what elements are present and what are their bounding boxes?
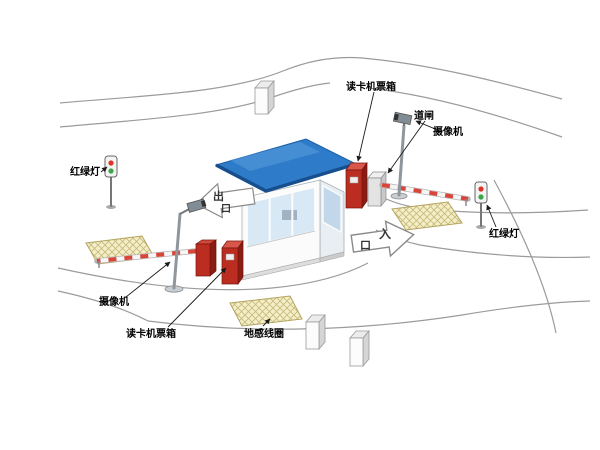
post-front-face — [305, 321, 320, 350]
machine-side — [361, 161, 368, 210]
entry-equipment — [345, 161, 471, 210]
label-camera-left: 摄像机 — [99, 295, 129, 308]
green-light-icon — [478, 194, 484, 200]
leader-traffic-light-left — [100, 166, 108, 173]
post-front-face — [349, 337, 364, 367]
post-bottom-right — [349, 329, 370, 368]
red-light-icon — [108, 160, 114, 166]
road-lines — [57, 56, 591, 334]
post-top — [254, 79, 275, 116]
post-front-face — [254, 87, 269, 115]
ground-loop-entry-lane — [391, 201, 463, 231]
booth-trim-line — [246, 230, 316, 248]
camera-right-icon — [392, 111, 413, 126]
labels: 读卡机票箱 道闸 摄像机 红绿灯 摄像机 读卡机票箱 红绿灯 地感线圈 — [70, 80, 519, 340]
camera-lens — [393, 113, 399, 121]
leader-reader-box-bottom — [167, 267, 227, 328]
label-reader-box-top: 读卡机票箱 — [346, 80, 396, 93]
machine-display — [349, 176, 359, 184]
road-left-connector — [57, 290, 149, 322]
traffic-light-head — [104, 155, 118, 178]
booth-base-side — [319, 251, 345, 263]
camera-left-assembly — [164, 198, 207, 293]
leader-camera-left — [125, 261, 171, 298]
entry-arrow-char2: 口 — [360, 239, 371, 252]
road-island-edge — [57, 262, 369, 291]
post-bottom-left — [305, 313, 326, 351]
exit-arrow-shape — [195, 182, 256, 219]
leader-reader-box-top — [356, 91, 375, 162]
booth-roof-edge — [215, 162, 357, 193]
traffic-light-right-assembly — [474, 181, 488, 229]
ground-loop-bottom — [229, 295, 303, 327]
traffic-light-head — [474, 181, 488, 204]
exit-arrow: 出 口 — [195, 182, 256, 219]
machine-side — [209, 239, 217, 277]
barrier-arm-stripes — [96, 249, 197, 263]
bollard-posts — [254, 79, 370, 368]
leader-lines — [100, 91, 497, 328]
ground-loops — [85, 201, 463, 327]
exit-arrow-char2: 口 — [221, 204, 231, 215]
leader-barrier-gate — [387, 120, 426, 174]
exit-equipment — [94, 239, 244, 286]
camera-right-assembly — [390, 111, 413, 200]
machine-front — [195, 243, 211, 277]
label-ground-loop: 地感线圈 — [244, 327, 284, 340]
label-traffic-light-right: 红绿灯 — [489, 227, 519, 240]
booth-roof-sheen — [230, 142, 320, 171]
camera-lens — [200, 200, 207, 208]
booth-side-window — [322, 184, 342, 234]
entry-barrier-machine — [367, 171, 387, 207]
traffic-light-left-assembly — [104, 155, 118, 209]
entry-ticket-machine — [345, 161, 368, 210]
label-camera-right: 摄像机 — [433, 125, 463, 138]
machine-front — [345, 169, 363, 209]
label-barrier-gate: 道闸 — [414, 109, 434, 122]
exit-arrow-char1: 出 — [213, 189, 224, 203]
road-right-descending — [493, 179, 557, 334]
entry-barrier-arm — [379, 182, 471, 206]
machine-display — [225, 253, 235, 261]
entry-arrow: 入 口 — [350, 220, 415, 258]
leader-camera-right — [415, 120, 441, 132]
machine-front — [367, 177, 382, 207]
leader-traffic-light-right — [486, 204, 497, 228]
entry-arrow-shape — [350, 220, 415, 258]
road-top-outer — [59, 56, 563, 104]
label-reader-box-bottom: 读卡机票箱 — [126, 327, 176, 340]
camera-left-icon — [186, 198, 207, 213]
ground-loop-hatch — [391, 201, 463, 231]
exit-ticket-machine — [221, 239, 244, 286]
red-light-icon — [478, 186, 484, 192]
green-light-icon — [108, 168, 114, 174]
machine-side — [380, 171, 387, 207]
barrier-arm-body — [381, 183, 469, 201]
machine-side — [237, 239, 244, 286]
booth-interior-equipment — [282, 210, 297, 220]
guard-booth — [214, 138, 358, 281]
camera-pole — [397, 124, 406, 197]
machine-front — [221, 247, 239, 285]
label-traffic-light-left: 红绿灯 — [70, 165, 100, 178]
ground-loop-hatch — [229, 295, 303, 327]
exit-barrier-machine — [194, 239, 218, 277]
road-bottom-outer — [147, 300, 591, 330]
entry-arrow-char1: 入 — [379, 227, 391, 241]
road-top-inner-right — [367, 87, 563, 138]
road-top-inner-left — [59, 82, 331, 128]
camera-pole — [172, 212, 182, 290]
leader-ground-loop — [262, 318, 271, 327]
exit-barrier-arm — [94, 248, 199, 268]
